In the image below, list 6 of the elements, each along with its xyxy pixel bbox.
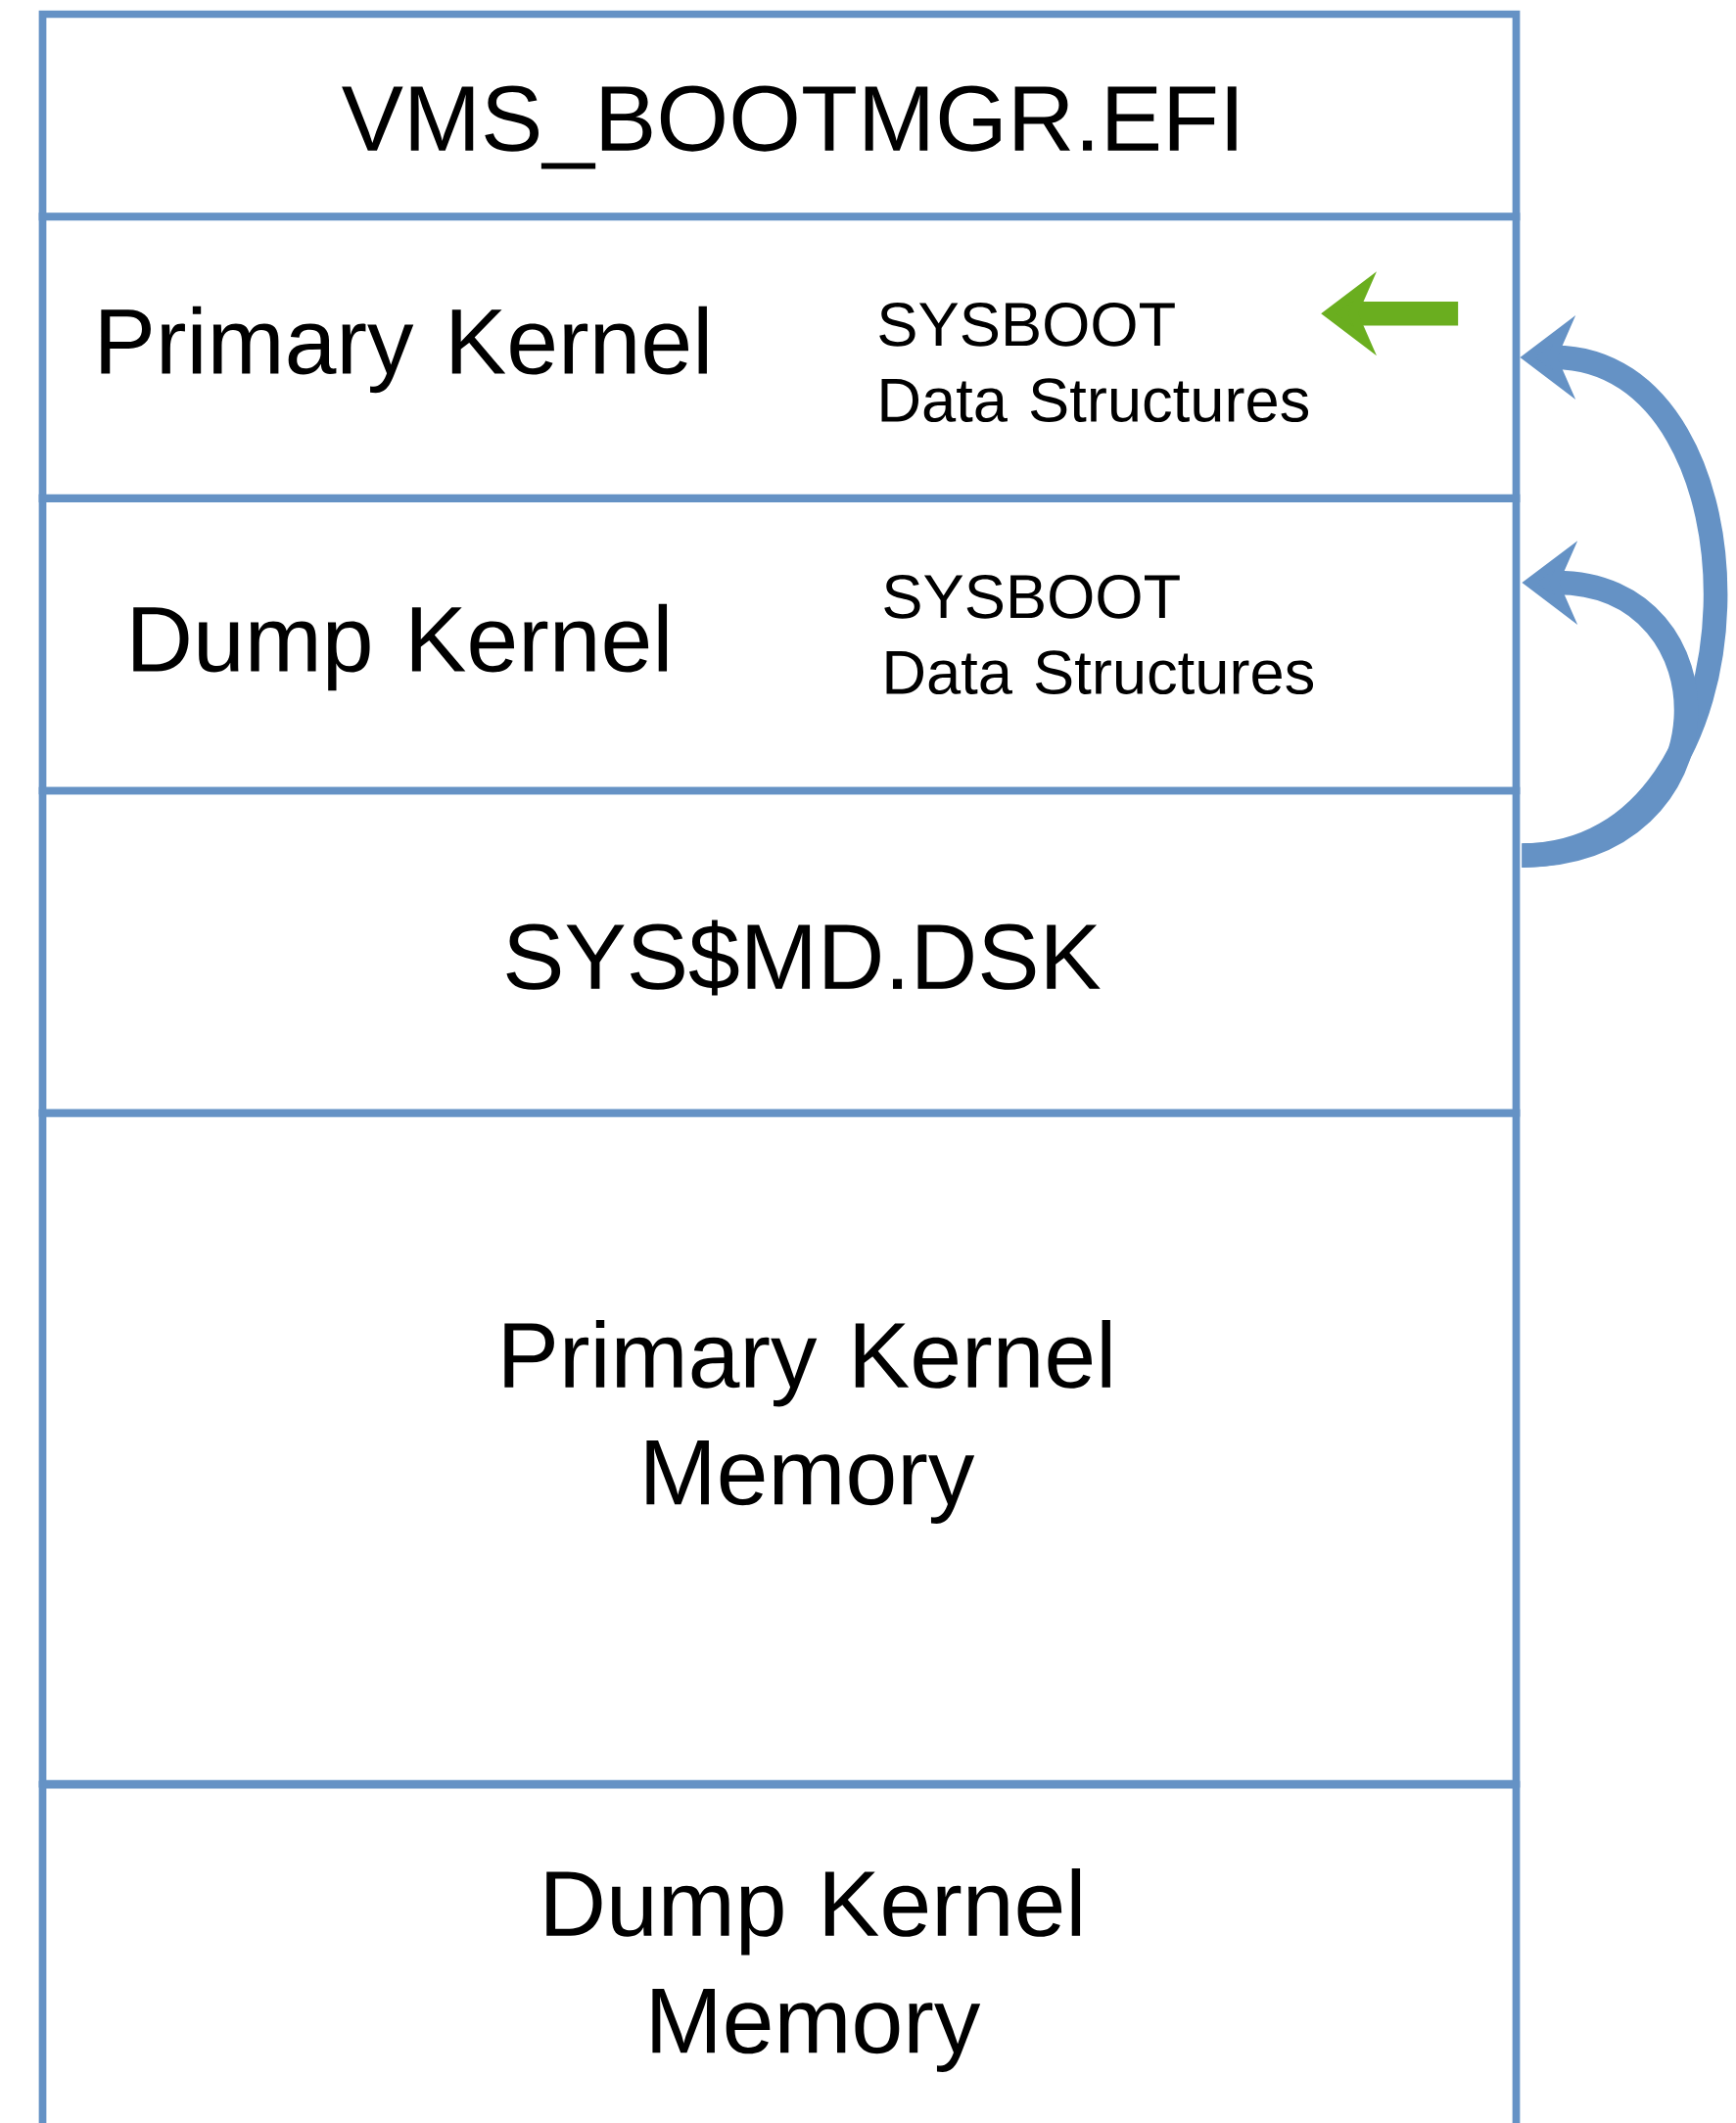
- section-label: SYSBOOT Data Structures: [884, 574, 1314, 695]
- memory-region-box: VMS_BOOTMGR.EFI: [38, 10, 1521, 221]
- memory-region-box: Primary Kernel Memory: [38, 1109, 1521, 1788]
- section-label: SYSBOOT Data Structures: [879, 302, 1309, 423]
- memory-region-box: Dump Kernel Memory: [38, 1780, 1521, 2123]
- memory-region-box: SYS$MD.DSK: [38, 786, 1521, 1117]
